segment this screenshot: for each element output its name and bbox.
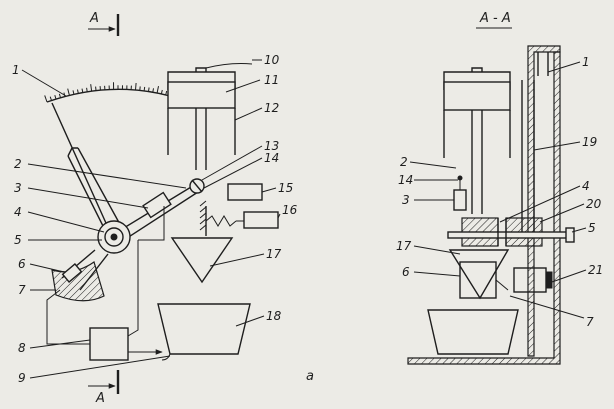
left-label-17: 17 — [266, 247, 282, 261]
left-label-12: 12 — [264, 101, 279, 115]
right-label-21: 21 — [588, 263, 603, 277]
left-label-5: 5 — [14, 233, 22, 247]
right-label-3: 3 — [402, 193, 410, 207]
counterweight-sector — [51, 249, 109, 302]
pointer-lever — [51, 102, 123, 237]
left-label-7: 7 — [18, 283, 26, 297]
right-leader-lines — [409, 61, 587, 319]
right-label-2: 2 — [400, 155, 408, 169]
pivot-wheel — [97, 220, 131, 254]
left-number-labels: 1 2 3 4 5 6 7 8 9 10 11 12 13 14 15 16 1… — [12, 53, 298, 385]
left-label-8: 8 — [18, 341, 26, 355]
support-frame — [407, 45, 561, 365]
right-view: A - A — [396, 11, 603, 365]
section-marker-bottom: A — [88, 370, 120, 406]
right-label-4: 4 — [582, 179, 590, 193]
left-label-2: 2 — [14, 157, 22, 171]
left-label-11: 11 — [264, 73, 279, 87]
piston-cylinder-side — [443, 67, 511, 214]
section-marker-top: A — [88, 11, 120, 36]
control-unit — [46, 206, 165, 361]
section-title: A - A — [479, 11, 511, 26]
shaft-assembly — [447, 217, 575, 247]
right-label-14: 14 — [398, 173, 413, 187]
left-label-6: 6 — [18, 257, 26, 271]
sensor-boxes — [199, 183, 279, 236]
left-view: A A — [12, 11, 314, 406]
collection-bin — [157, 303, 251, 361]
right-label-17: 17 — [396, 239, 412, 253]
left-label-14: 14 — [264, 151, 279, 165]
left-leader-lines — [21, 59, 281, 379]
right-number-labels: 2 14 3 17 6 1 19 4 20 5 21 7 — [396, 55, 603, 329]
right-label-7: 7 — [586, 315, 594, 329]
left-label-4: 4 — [14, 205, 22, 219]
pin-joint — [189, 178, 205, 194]
bracket-side — [453, 175, 467, 211]
left-label-15: 15 — [278, 181, 293, 195]
right-label-6: 6 — [402, 265, 410, 279]
hopper-funnel — [170, 237, 234, 284]
sensor-side — [513, 267, 553, 293]
left-label-3: 3 — [14, 181, 22, 195]
right-label-19: 19 — [582, 135, 597, 149]
connecting-rod — [113, 183, 199, 241]
left-label-1: 1 — [12, 63, 20, 77]
left-label-10: 10 — [264, 53, 280, 67]
right-label-20: 20 — [586, 197, 602, 211]
section-marker-top-label: A — [89, 11, 99, 26]
piston-cylinder — [167, 63, 253, 170]
right-label-1: 1 — [582, 55, 590, 69]
left-label-13: 13 — [264, 139, 279, 153]
left-label-18: 18 — [266, 309, 282, 323]
collection-bin-side — [427, 309, 519, 355]
right-label-5: 5 — [588, 221, 596, 235]
left-label-16: 16 — [282, 203, 298, 217]
left-label-9: 9 — [18, 371, 26, 385]
section-marker-bottom-label: A — [95, 391, 105, 406]
subfigure-label: a — [306, 369, 314, 384]
graduated-scale — [44, 82, 172, 103]
hopper-side — [448, 249, 510, 300]
